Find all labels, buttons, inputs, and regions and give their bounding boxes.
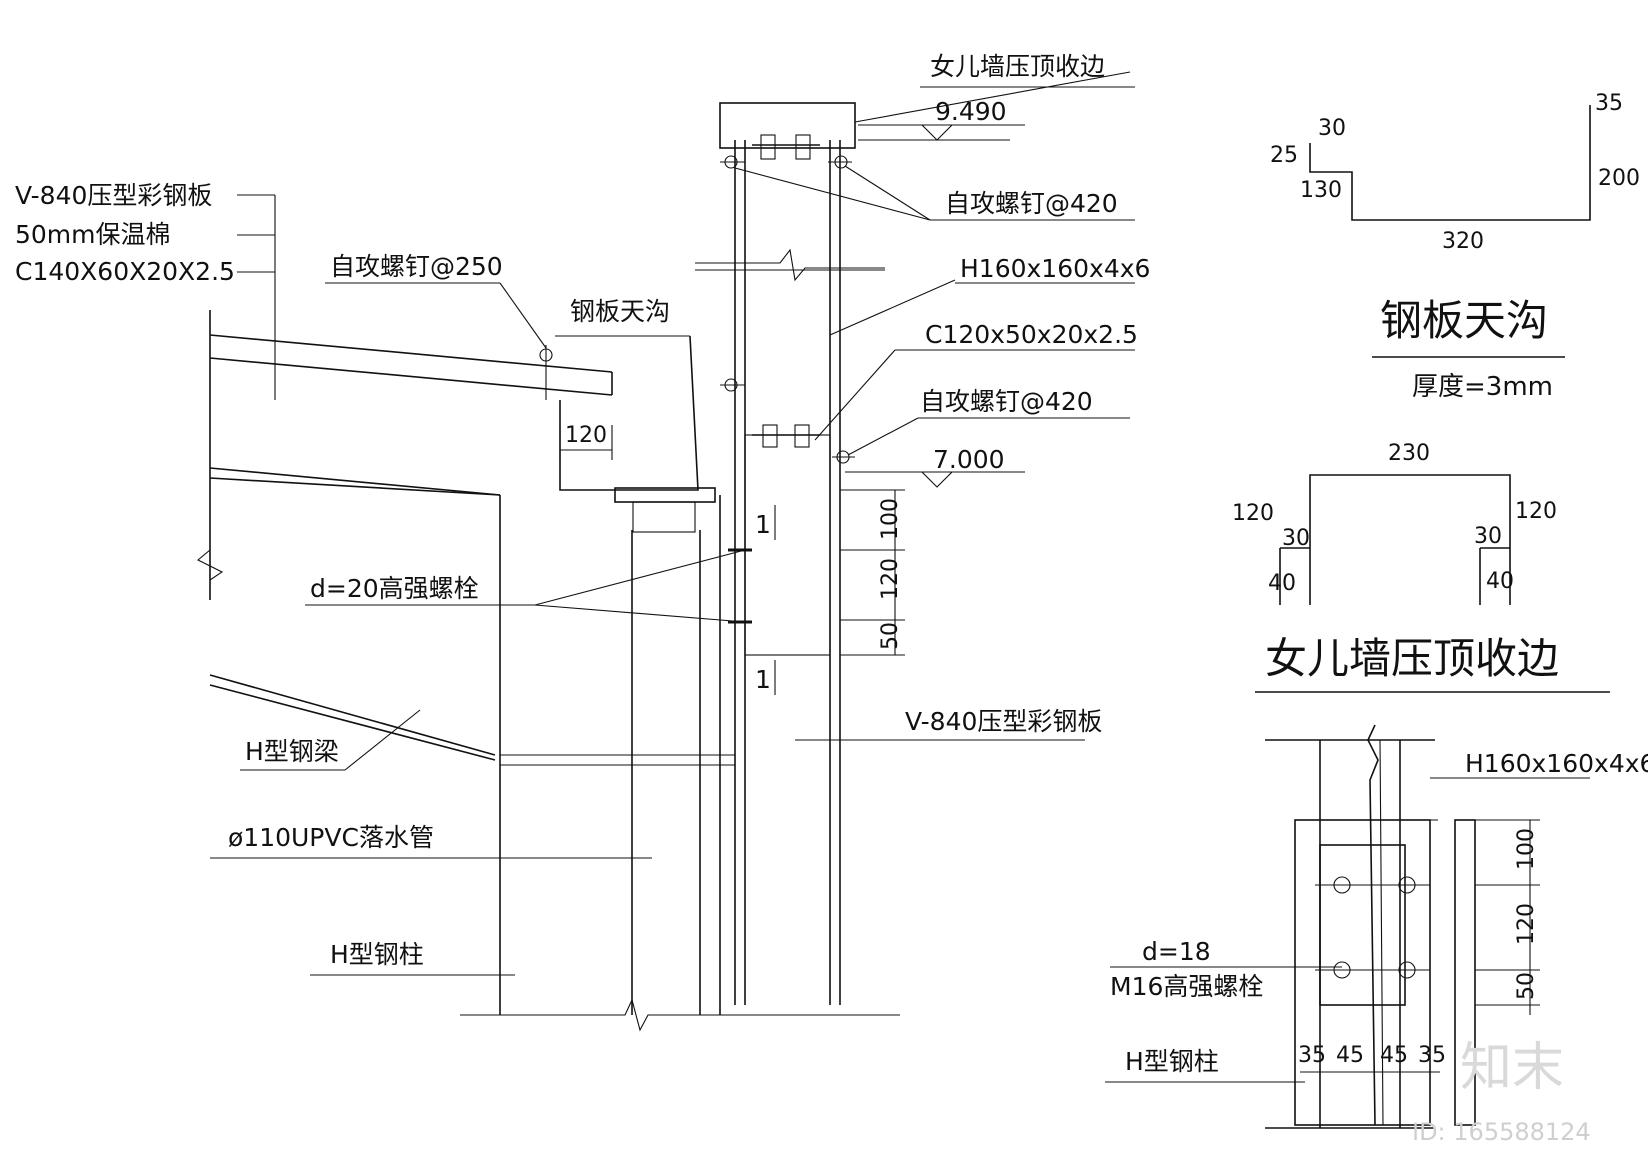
splice-dim-120: 120 [1514, 903, 1539, 945]
elev-gutter-marker [920, 471, 954, 488]
splice-column-label: H型钢柱 [1125, 1047, 1219, 1076]
splice-dim-100: 100 [1514, 828, 1539, 870]
cap-dim-230: 230 [1388, 441, 1430, 466]
c-bolt [794, 424, 810, 448]
cap-leader [854, 71, 1131, 123]
roof-layer-3: C140X60X20X2.5 [15, 257, 235, 286]
splice-web-break [1367, 724, 1379, 1126]
purlin-top [209, 467, 501, 496]
splice-web-line [1379, 739, 1384, 1126]
screw-250-label: 自攻螺钉@250 [330, 252, 503, 281]
screw-250-leader [499, 282, 547, 349]
h160-label: H160x160x4x6 [960, 254, 1150, 283]
roof-panel-top [209, 334, 613, 373]
cap-detail-title: 女儿墙压顶收边 [1265, 634, 1559, 683]
column-break [695, 248, 885, 282]
splice-dim-50: 50 [1514, 972, 1539, 1000]
beam-label: H型钢梁 [245, 737, 339, 766]
gutter-thickness: 厚度=3mm [1412, 372, 1553, 402]
gutter-dim-30: 30 [1318, 116, 1346, 141]
section-mark-top: 1 [755, 510, 771, 539]
splice-dim-b1: 35 [1298, 1043, 1326, 1068]
pipe-label: ø110UPVC落水管 [228, 823, 434, 852]
gutter-detail-title: 钢板天沟 [1380, 296, 1548, 345]
splice-side-plate [1454, 819, 1476, 1126]
dim-right-120: 120 [878, 558, 903, 600]
bolt-label: d=20高强螺栓 [310, 574, 479, 603]
bolt-leader-2 [534, 604, 746, 623]
gutter-label: 钢板天沟 [570, 297, 670, 326]
cap-dim-40-left: 40 [1268, 571, 1296, 596]
purlin-bottom [209, 477, 501, 496]
cap-dim-30-left: 30 [1282, 526, 1310, 551]
c120-leader [814, 349, 896, 441]
roof-layer-2: 50mm保温棉 [15, 220, 171, 249]
cap-dim-120-right: 120 [1515, 499, 1557, 524]
screw-leader-1 [734, 167, 931, 221]
cap-dim-120-left: 120 [1232, 501, 1274, 526]
splice-dim-b2: 45 [1336, 1043, 1364, 1068]
splice-dim-b3: 45 [1380, 1043, 1408, 1068]
elev-top-marker [920, 124, 954, 141]
splice-plate-outer [1294, 819, 1431, 1126]
gutter-support-box [632, 501, 696, 533]
gutter-profile [1309, 105, 1591, 221]
cap-bolt [760, 134, 776, 160]
elev-gutter: 7.000 [933, 445, 1005, 474]
dim-right-50: 50 [878, 622, 903, 650]
cap-dim-40-right: 40 [1486, 569, 1514, 594]
c-bolt [762, 424, 778, 448]
screw-420-label-2: 自攻螺钉@420 [920, 387, 1093, 416]
splice-plate-inner [1319, 844, 1406, 1006]
beam-leader [344, 709, 421, 771]
c120-purlin [744, 434, 831, 656]
parapet-cap [719, 102, 856, 149]
elev-top: 9.490 [935, 97, 1007, 126]
cap-detail: 230 120 120 30 30 40 40 女儿墙压顶收边 [1232, 441, 1610, 693]
gutter-detail: 30 25 130 320 35 200 钢板天沟 厚度=3mm [1270, 91, 1640, 402]
splice-h160-label: H160x160x4x6 [1465, 749, 1648, 778]
gutter-dim-25: 25 [1270, 143, 1298, 168]
gutter-body [559, 335, 699, 491]
watermark-id: ID: 165588124 [1412, 1118, 1591, 1146]
section-mark-bottom: 1 [755, 665, 771, 694]
cap-bolt [795, 134, 811, 160]
gutter-dim-130: 130 [1300, 178, 1342, 203]
gutter-dim-320: 320 [1442, 229, 1484, 254]
cap-profile-outer [1309, 474, 1511, 605]
screw-420-label-1: 自攻螺钉@420 [945, 189, 1118, 218]
bolt-leader-1 [534, 549, 746, 606]
wall-panel-label: V-840压型彩钢板 [905, 707, 1102, 736]
h160-leader [829, 279, 956, 336]
roof-layer-1: V-840压型彩钢板 [15, 181, 212, 210]
roof-break [197, 549, 224, 581]
watermark-logo: 知末 [1460, 1038, 1564, 1098]
screw-leader-2 [844, 165, 931, 221]
c120-label: C120x50x20x2.5 [925, 320, 1138, 349]
screw-420-leader-2 [847, 417, 919, 456]
column-label: H型钢柱 [330, 940, 424, 969]
roof-panel-bottom [209, 357, 613, 396]
splice-detail: H160x160x4x6 100 120 50 d=18 M16高强螺栓 35 … [1105, 724, 1648, 1129]
splice-dim-b4: 35 [1418, 1043, 1446, 1068]
beam-top [209, 674, 496, 756]
dim-120-top: 120 [565, 423, 607, 448]
watermark: 知末 ID: 165588124 [1412, 1038, 1591, 1146]
dim-right-100: 100 [878, 498, 903, 540]
cap-dim-30-right: 30 [1474, 524, 1502, 549]
gutter-dim-200: 200 [1598, 166, 1640, 191]
column-base-break [460, 998, 900, 1032]
splice-hole-label: d=18 [1142, 937, 1211, 966]
gutter-dim-35: 35 [1595, 91, 1623, 116]
main-section: 女儿墙压顶收边 9.490 自攻螺钉@420 H160x160x4x6 [15, 52, 1150, 1032]
splice-bolt-label: M16高强螺栓 [1110, 972, 1263, 1001]
beam-bottom [209, 684, 496, 761]
parapet-cap-label: 女儿墙压顶收边 [930, 52, 1105, 81]
